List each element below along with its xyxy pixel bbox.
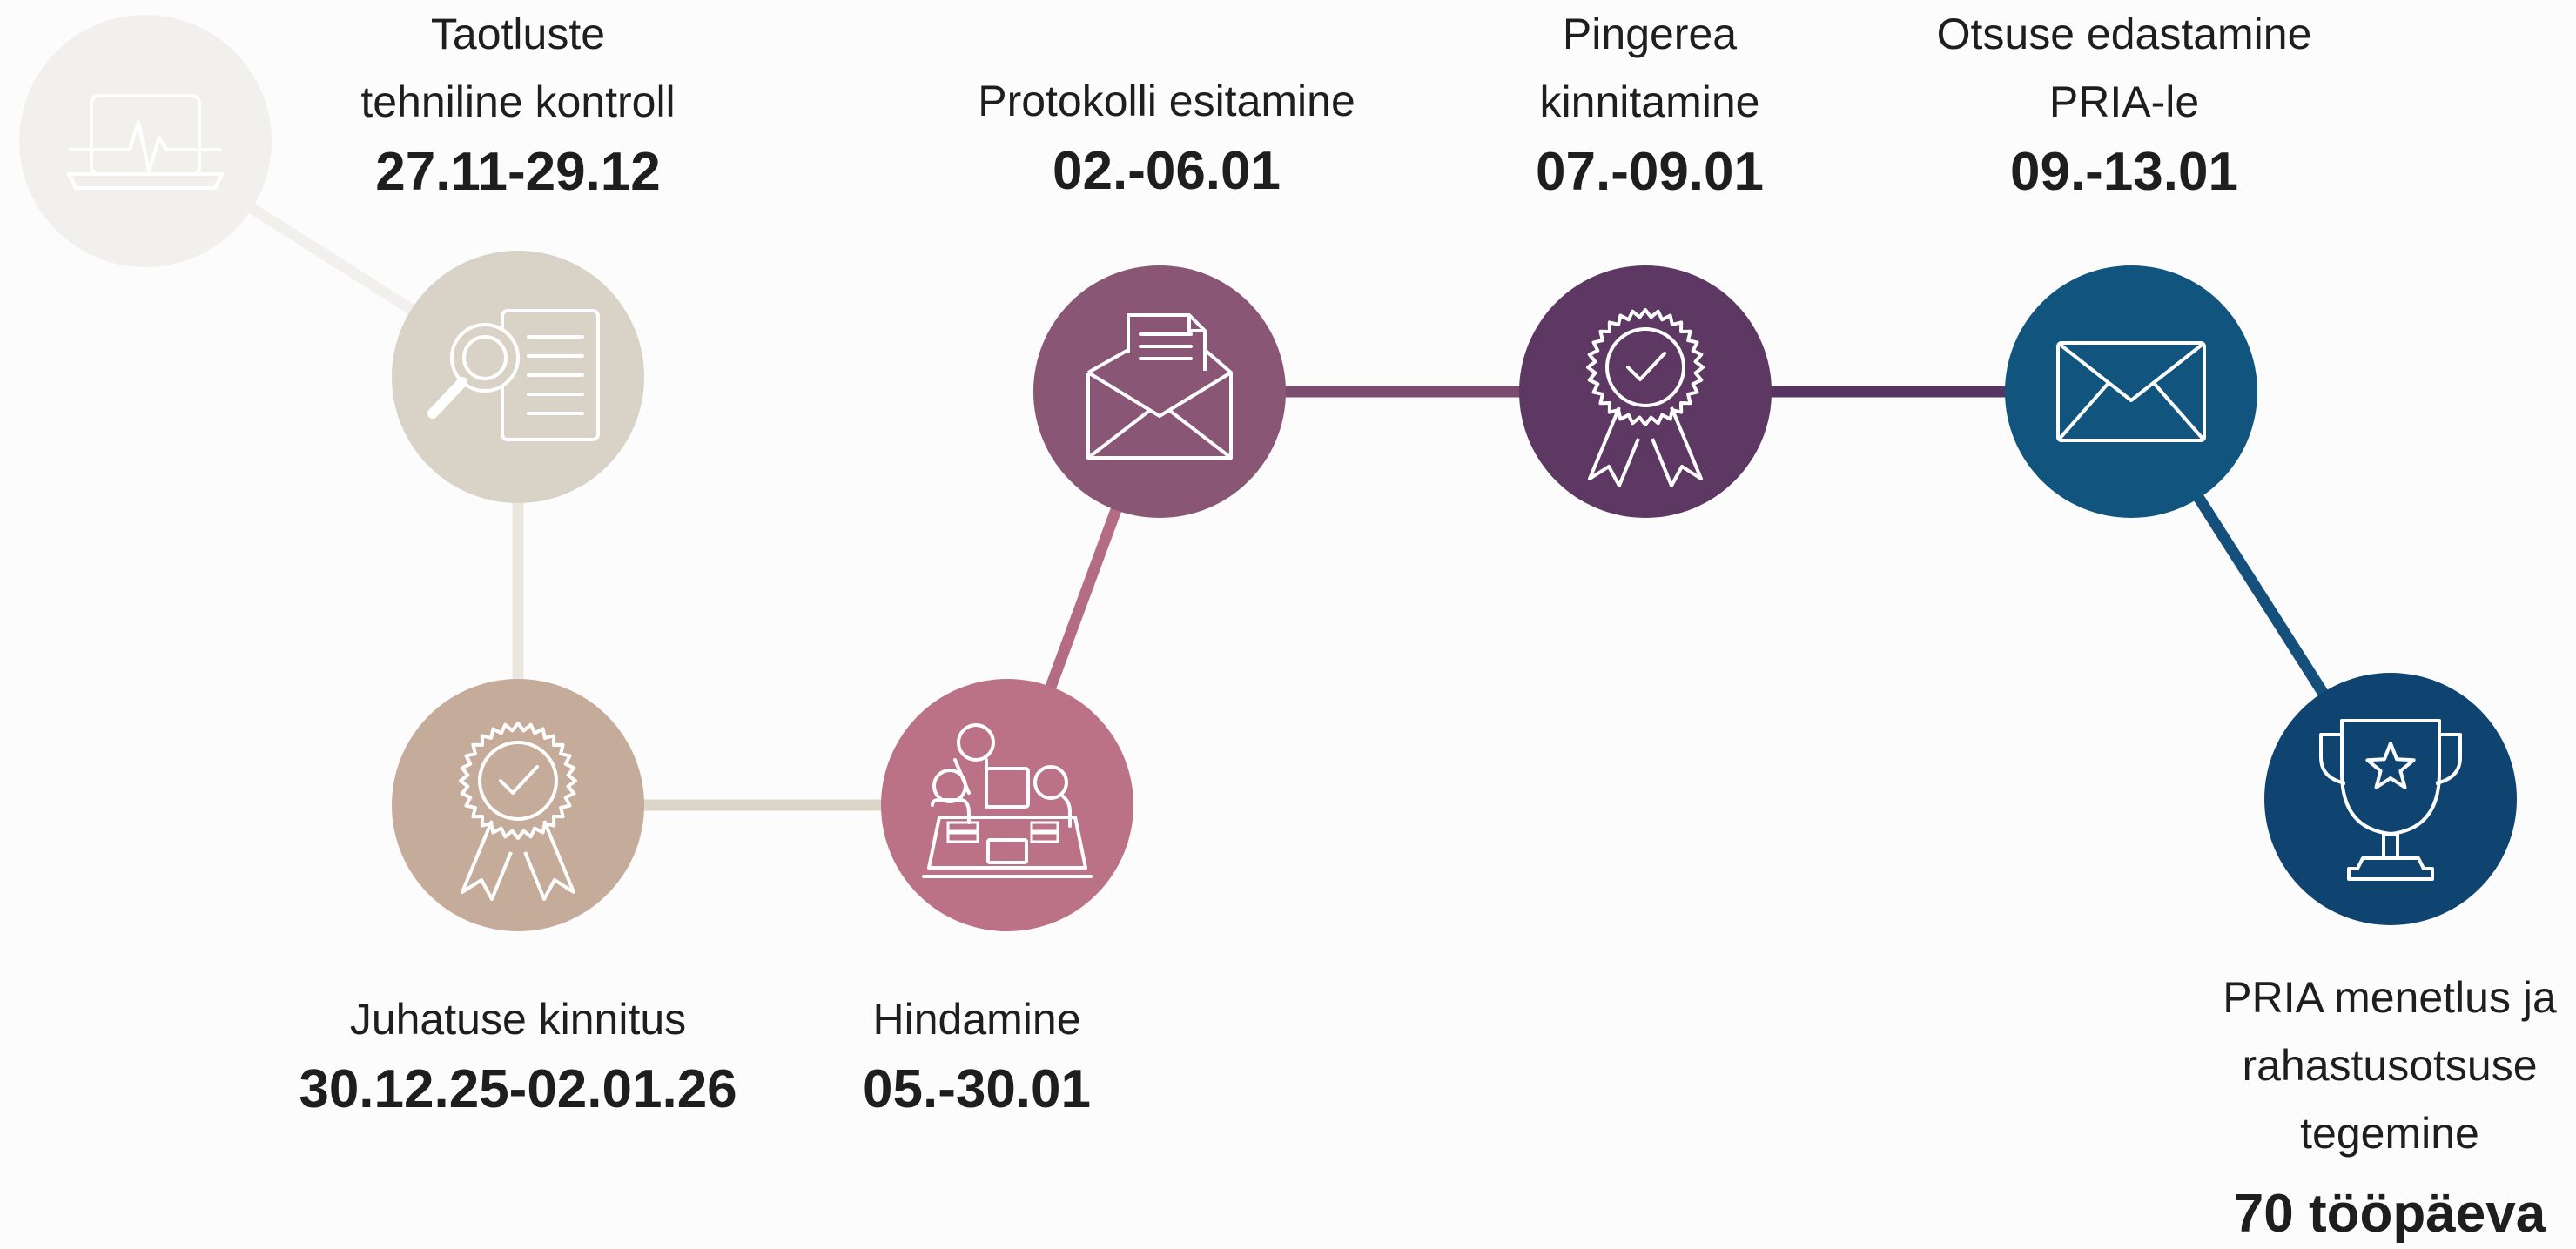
node-forwarding xyxy=(2005,265,2257,518)
step-date: 27.11-29.12 xyxy=(375,142,661,202)
node-start xyxy=(19,15,272,267)
node-circle-protocol xyxy=(1033,265,1286,518)
label-ranking: Pingerea kinnitamine 07.-09.01 xyxy=(1536,0,1764,207)
node-tech-control xyxy=(392,251,644,503)
laptop-pulse-icon xyxy=(67,94,224,190)
node-circle-ranking xyxy=(1519,265,1772,518)
nodes xyxy=(19,15,2517,931)
label-tech-control: Taotluste tehniline kontroll 27.11-29.12 xyxy=(360,0,675,207)
document-search-icon xyxy=(427,309,600,441)
step-title: tegemine xyxy=(2300,1109,2479,1158)
node-pria xyxy=(2264,673,2517,925)
step-title: rahastusotsuse xyxy=(2242,1041,2538,1090)
award-ribbon-icon xyxy=(1586,308,1705,487)
node-circle-tech-control xyxy=(392,251,644,503)
step-title: PRIA menetlus ja xyxy=(2223,973,2557,1022)
step-title: tehniline kontroll xyxy=(360,77,676,126)
label-board-approval: Juhatuse kinnitus 30.12.25-02.01.26 xyxy=(299,985,736,1125)
envelope-icon xyxy=(2056,341,2206,442)
node-circle-evaluation xyxy=(881,679,1133,931)
node-circle-start xyxy=(19,15,272,267)
step-date: 02.-06.01 xyxy=(1053,141,1281,201)
step-title: Protokolli esitamine xyxy=(978,77,1355,125)
award-ribbon-icon xyxy=(459,722,577,901)
step-date: 30.12.25-02.01.26 xyxy=(299,1059,737,1119)
node-ranking xyxy=(1519,265,1772,518)
step-title: Pingerea xyxy=(1562,10,1738,58)
step-title: Taotluste xyxy=(430,10,606,58)
label-protocol: Protokolli esitamine 02.-06.01 xyxy=(978,67,1355,206)
step-title: kinnitamine xyxy=(1539,77,1760,126)
step-date: 05.-30.01 xyxy=(863,1059,1091,1119)
step-title: Juhatuse kinnitus xyxy=(349,995,687,1044)
step-date: 09.-13.01 xyxy=(2009,142,2238,202)
step-title: PRIA-le xyxy=(2048,77,2200,126)
node-protocol xyxy=(1033,265,1286,518)
trophy-star-icon xyxy=(2319,719,2462,881)
label-evaluation: Hindamine 05.-30.01 xyxy=(863,985,1091,1125)
node-evaluation xyxy=(881,679,1133,931)
step-date: 07.-09.01 xyxy=(1536,142,1764,202)
envelope-letter-icon xyxy=(1086,313,1233,460)
label-forwarding: Otsuse edastamine PRIA-le 09.-13.01 xyxy=(1937,0,2312,207)
node-circle-forwarding xyxy=(2005,265,2257,518)
step-title: Hindamine xyxy=(872,995,1081,1044)
node-circle-board-approval xyxy=(392,679,644,931)
step-date: 70 tööpäeva xyxy=(2233,1184,2546,1244)
node-circle-pria xyxy=(2264,673,2517,925)
step-title: Otsuse edastamine xyxy=(1936,10,2312,58)
label-pria: PRIA menetlus ja rahastusotsuse tegemine… xyxy=(2223,964,2557,1249)
node-board-approval xyxy=(392,679,644,931)
meeting-table-icon xyxy=(922,723,1093,878)
